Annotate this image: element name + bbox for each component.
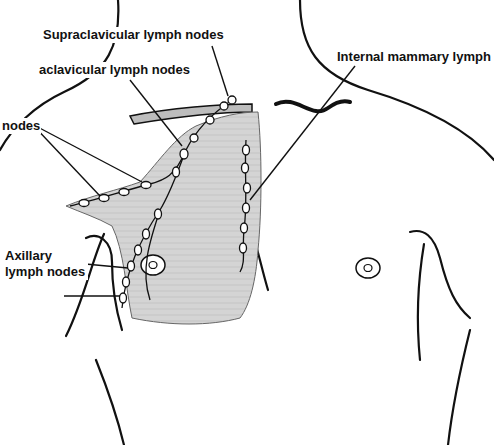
node-group-label: aclavicular lymph nodes [38, 62, 191, 78]
node-group-label: Axillary lymph nodes [4, 248, 88, 280]
node-group-label: Internal mammary lymph [336, 49, 492, 65]
node-group-label: nodes [1, 118, 41, 134]
node-group-label: Supraclavicular lymph nodes [42, 27, 225, 43]
